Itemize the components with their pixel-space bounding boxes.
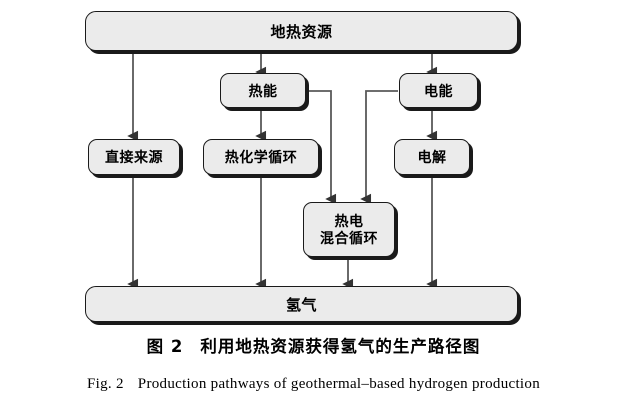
node-label: 地热资源	[270, 23, 333, 41]
node-label-line-2: 混合循环	[320, 229, 378, 246]
node-direct-source[interactable]: 直接来源	[88, 139, 180, 175]
edge-electrical-to-hybrid	[360, 90, 398, 205]
node-geothermal-resource[interactable]: 地热资源	[85, 11, 518, 51]
node-hydrogen[interactable]: 氢气	[85, 286, 518, 322]
node-label-line-1: 热电	[334, 212, 364, 229]
caption-en-text: Production pathways of geothermal–based …	[137, 376, 540, 392]
node-electrolysis[interactable]: 电解	[394, 139, 470, 175]
caption-cn-label: 图 2	[146, 337, 184, 356]
node-label: 直接来源	[105, 149, 163, 165]
node-label: 氢气	[285, 296, 317, 314]
caption-en-label: Fig. 2	[86, 376, 124, 392]
caption-cn-text: 利用地热资源获得氢气的生产路径图	[200, 337, 481, 356]
flowchart-connectors	[127, 52, 438, 290]
node-electrical-energy[interactable]: 电能	[399, 73, 478, 108]
node-thermal-energy[interactable]: 热能	[220, 73, 306, 108]
node-thermochemical-cycle[interactable]: 热化学循环	[203, 139, 319, 175]
node-label: 电能	[424, 82, 453, 99]
node-hybrid-cycle[interactable]: 热电 混合循环	[303, 202, 395, 257]
node-label: 电解	[417, 149, 447, 165]
node-label: 热能	[248, 82, 278, 99]
node-label: 热化学循环	[224, 149, 298, 165]
edge-thermal-to-hybrid	[308, 90, 337, 205]
figure-caption-english: Fig. 2 Production pathways of geothermal–…	[0, 376, 627, 393]
figure-caption-chinese: 图 2 利用地热资源获得氢气的生产路径图	[0, 333, 627, 357]
